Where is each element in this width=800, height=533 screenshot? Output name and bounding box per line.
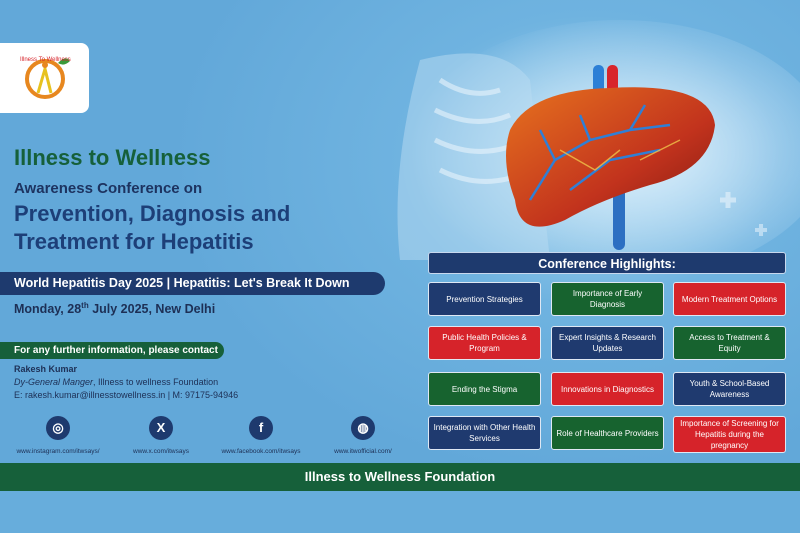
highlight-box: Ending the Stigma	[428, 372, 541, 406]
conference-topic: Prevention, Diagnosis and Treatment for …	[14, 200, 374, 256]
social-url[interactable]: www.itwofficial.com/	[334, 448, 392, 455]
highlight-box: Integration with Other Health Services	[428, 416, 541, 450]
contact-heading: For any further information, please cont…	[0, 342, 224, 359]
social-website[interactable]: ◍ www.itwofficial.com/	[313, 416, 413, 455]
date-suffix: July 2025, New Delhi	[88, 302, 216, 317]
bottom-band	[0, 491, 800, 533]
highlight-box: Expert Insights & Research Updates	[551, 326, 664, 360]
social-url[interactable]: www.instagram.com/itwsays/	[16, 448, 100, 455]
date-prefix: Monday, 28	[14, 302, 82, 317]
highlight-box: Prevention Strategies	[428, 282, 541, 316]
logo: Illness To Wellness	[0, 43, 89, 113]
highlights-title: Conference Highlights:	[428, 252, 786, 274]
highlight-box: Access to Treatment & Equity	[673, 326, 786, 360]
highlight-box: Public Health Policies & Program	[428, 326, 541, 360]
footer-organization: Illness to Wellness Foundation	[0, 463, 800, 491]
social-links: ◎ www.instagram.com/itwsays/ X www.x.com…	[0, 416, 420, 460]
contact-role: Dy-General Manger	[14, 377, 94, 387]
highlight-box: Importance of Screening for Hepatitis du…	[673, 416, 786, 453]
social-url[interactable]: www.x.com/itwsays	[133, 448, 189, 455]
social-instagram[interactable]: ◎ www.instagram.com/itwsays/	[8, 416, 108, 455]
contact-name: Rakesh Kumar	[14, 364, 78, 374]
social-x[interactable]: X www.x.com/itwsays	[111, 416, 211, 455]
highlight-box: Role of Healthcare Providers	[551, 416, 664, 450]
facebook-icon[interactable]: f	[249, 416, 273, 440]
logo-icon: Illness To Wellness	[20, 57, 71, 99]
topic-line-2: Treatment for Hepatitis	[14, 229, 254, 254]
instagram-icon[interactable]: ◎	[46, 416, 70, 440]
contact-email-phone[interactable]: E: rakesh.kumar@illnesstowellness.in | M…	[14, 390, 239, 400]
highlight-box: Youth & School-Based Awareness	[673, 372, 786, 406]
contact-org: , Illness to wellness Foundation	[93, 377, 219, 387]
date-sup: th	[81, 301, 89, 310]
social-url[interactable]: www.facebook.com/itwsays	[221, 448, 301, 455]
highlight-box: Modern Treatment Options	[673, 282, 786, 316]
subtitle: Awareness Conference on	[14, 180, 203, 197]
page-title: Illness to Wellness	[14, 145, 211, 170]
dribbble-icon[interactable]: ◍	[351, 416, 375, 440]
contact-details: Rakesh Kumar Dy-General Manger, Illness …	[14, 363, 238, 402]
event-banner: World Hepatitis Day 2025 | Hepatitis: Le…	[0, 272, 385, 295]
liver-illustration	[397, 20, 800, 260]
topic-line-1: Prevention, Diagnosis and	[14, 201, 291, 226]
x-icon[interactable]: X	[149, 416, 173, 440]
logo-text: Illness To Wellness	[20, 57, 71, 63]
highlight-box: Importance of Early Diagnosis	[551, 282, 664, 316]
social-facebook[interactable]: f www.facebook.com/itwsays	[211, 416, 311, 455]
event-date: Monday, 28th July 2025, New Delhi	[14, 301, 215, 316]
highlight-box: Innovations in Diagnostics	[551, 372, 664, 406]
